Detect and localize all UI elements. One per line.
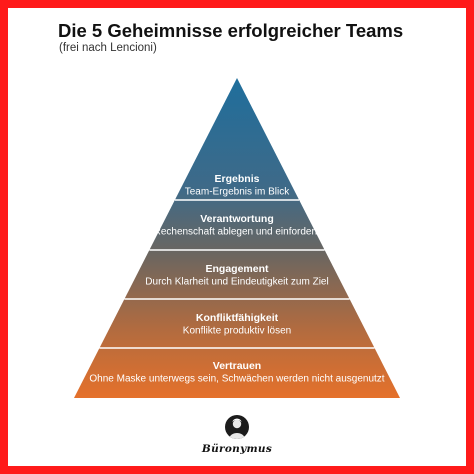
level-description: Rechenschaft ablegen und einfordern [154, 227, 321, 238]
pyramid-shape [74, 78, 400, 398]
level-description: Team-Ergebnis im Blick [185, 187, 290, 198]
page-title: Die 5 Geheimnisse erfolgreicher Teams [58, 20, 404, 41]
level-title: Engagement [205, 263, 269, 275]
logo-text: Büronymus [201, 443, 273, 455]
level-description: Ohne Maske unterwegs sein, Schwächen wer… [89, 374, 384, 385]
level-title: Ergebnis [215, 173, 260, 185]
level-description: Konflikte produktiv lösen [183, 326, 291, 337]
logo: Büronymus [187, 415, 287, 467]
level-title: Verantwortung [200, 213, 274, 225]
level-description: Durch Klarheit und Eindeutigkeit zum Zie… [145, 277, 328, 288]
level-title: Vertrauen [213, 360, 261, 372]
page-subtitle: (frei nach Lencioni) [59, 42, 157, 54]
portrait-icon [225, 415, 249, 439]
level-title: Konfliktfähigkeit [196, 312, 279, 324]
